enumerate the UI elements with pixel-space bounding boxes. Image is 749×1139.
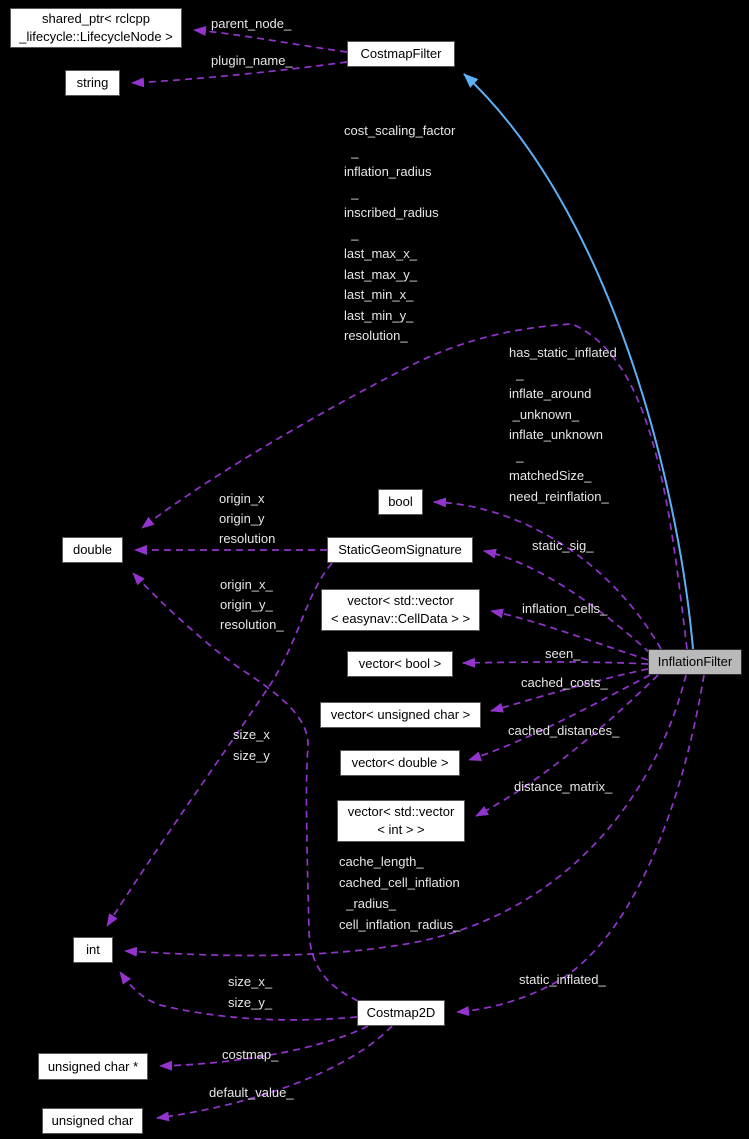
node-vector-bool[interactable]: vector< bool >: [347, 651, 453, 677]
edge-cached-costs: [490, 668, 649, 713]
edge-label-bool-members: has_static_inflated _ inflate_around _un…: [509, 345, 617, 504]
edge-label-cached-costs: cached_costs_: [521, 675, 608, 690]
edge-label-default-value: default_value_: [209, 1085, 294, 1100]
node-vector-celldata[interactable]: vector< std::vector < easynav::CellData …: [321, 589, 480, 631]
edge-label-origin-xy-res: origin_x origin_y resolution: [219, 491, 276, 546]
edge-size-xy-underscore: [119, 971, 358, 1021]
edge-label-costmap: costmap_: [222, 1047, 279, 1062]
edge-label-parent-node: parent_node_: [211, 16, 292, 31]
edge-double-members: [141, 323, 688, 650]
edge-label-seen: seen_: [545, 646, 581, 661]
edge-label-size-xy: size_x size_y: [233, 727, 270, 763]
edge-label-size-xy-underscore: size_x_ size_y_: [228, 974, 273, 1010]
edge-label-double-members: cost_scaling_factor _ inflation_radius _…: [344, 123, 456, 343]
node-vector-double[interactable]: vector< double >: [340, 750, 460, 776]
edge-distance-matrix: [475, 674, 659, 817]
node-string[interactable]: string: [65, 70, 120, 96]
edge-label-origin-xy-res-underscore: origin_x_ origin_y_ resolution_: [220, 577, 284, 632]
node-bool[interactable]: bool: [378, 489, 423, 515]
edge-label-distance-matrix: distance_matrix_: [514, 779, 613, 794]
edge-label-plugin-name: plugin_name_: [211, 53, 293, 68]
node-shared-ptr-lifecycle-node[interactable]: shared_ptr< rclcpp _lifecycle::Lifecycle…: [10, 8, 182, 48]
edge-label-static-sig: static_sig_: [532, 538, 594, 553]
node-vector-vector-int[interactable]: vector< std::vector < int > >: [337, 800, 465, 842]
edge-plugin-name: [131, 61, 348, 88]
node-inflationfilter[interactable]: InflationFilter: [648, 649, 742, 675]
node-double[interactable]: double: [62, 537, 123, 563]
edge-label-cache-length: cache_length_ cached_cell_inflation _rad…: [339, 854, 461, 932]
node-staticgeomsignature[interactable]: StaticGeomSignature: [327, 537, 473, 563]
edge-parent-node: [193, 26, 348, 53]
edge-static-inflated: [456, 674, 705, 1017]
edge-label-static-inflated: static_inflated_: [519, 972, 606, 987]
edge-origin-xy-res-underscore: [132, 572, 359, 1002]
edge-cache-length: [124, 674, 687, 957]
edge-inflation-cells: [490, 608, 649, 661]
edge-label-cached-distances: cached_distances_: [508, 723, 620, 738]
edge-label-inflation-cells: inflation_cells_: [522, 601, 608, 616]
edge-inheritance-costmapfilter: [463, 73, 694, 650]
node-int[interactable]: int: [73, 937, 113, 963]
edge-default-value: [156, 1025, 393, 1122]
node-unsigned-char[interactable]: unsigned char: [42, 1108, 143, 1134]
node-costmapfilter[interactable]: CostmapFilter: [347, 41, 455, 67]
edge-costmap: [159, 1025, 369, 1071]
node-costmap2d[interactable]: Costmap2D: [357, 1000, 445, 1026]
edge-bool-members: [433, 497, 662, 650]
edge-static-sig: [483, 548, 651, 654]
edge-cached-distances: [468, 674, 651, 762]
node-unsigned-char-ptr[interactable]: unsigned char *: [38, 1053, 148, 1080]
node-vector-unsigned-char[interactable]: vector< unsigned char >: [320, 702, 481, 728]
